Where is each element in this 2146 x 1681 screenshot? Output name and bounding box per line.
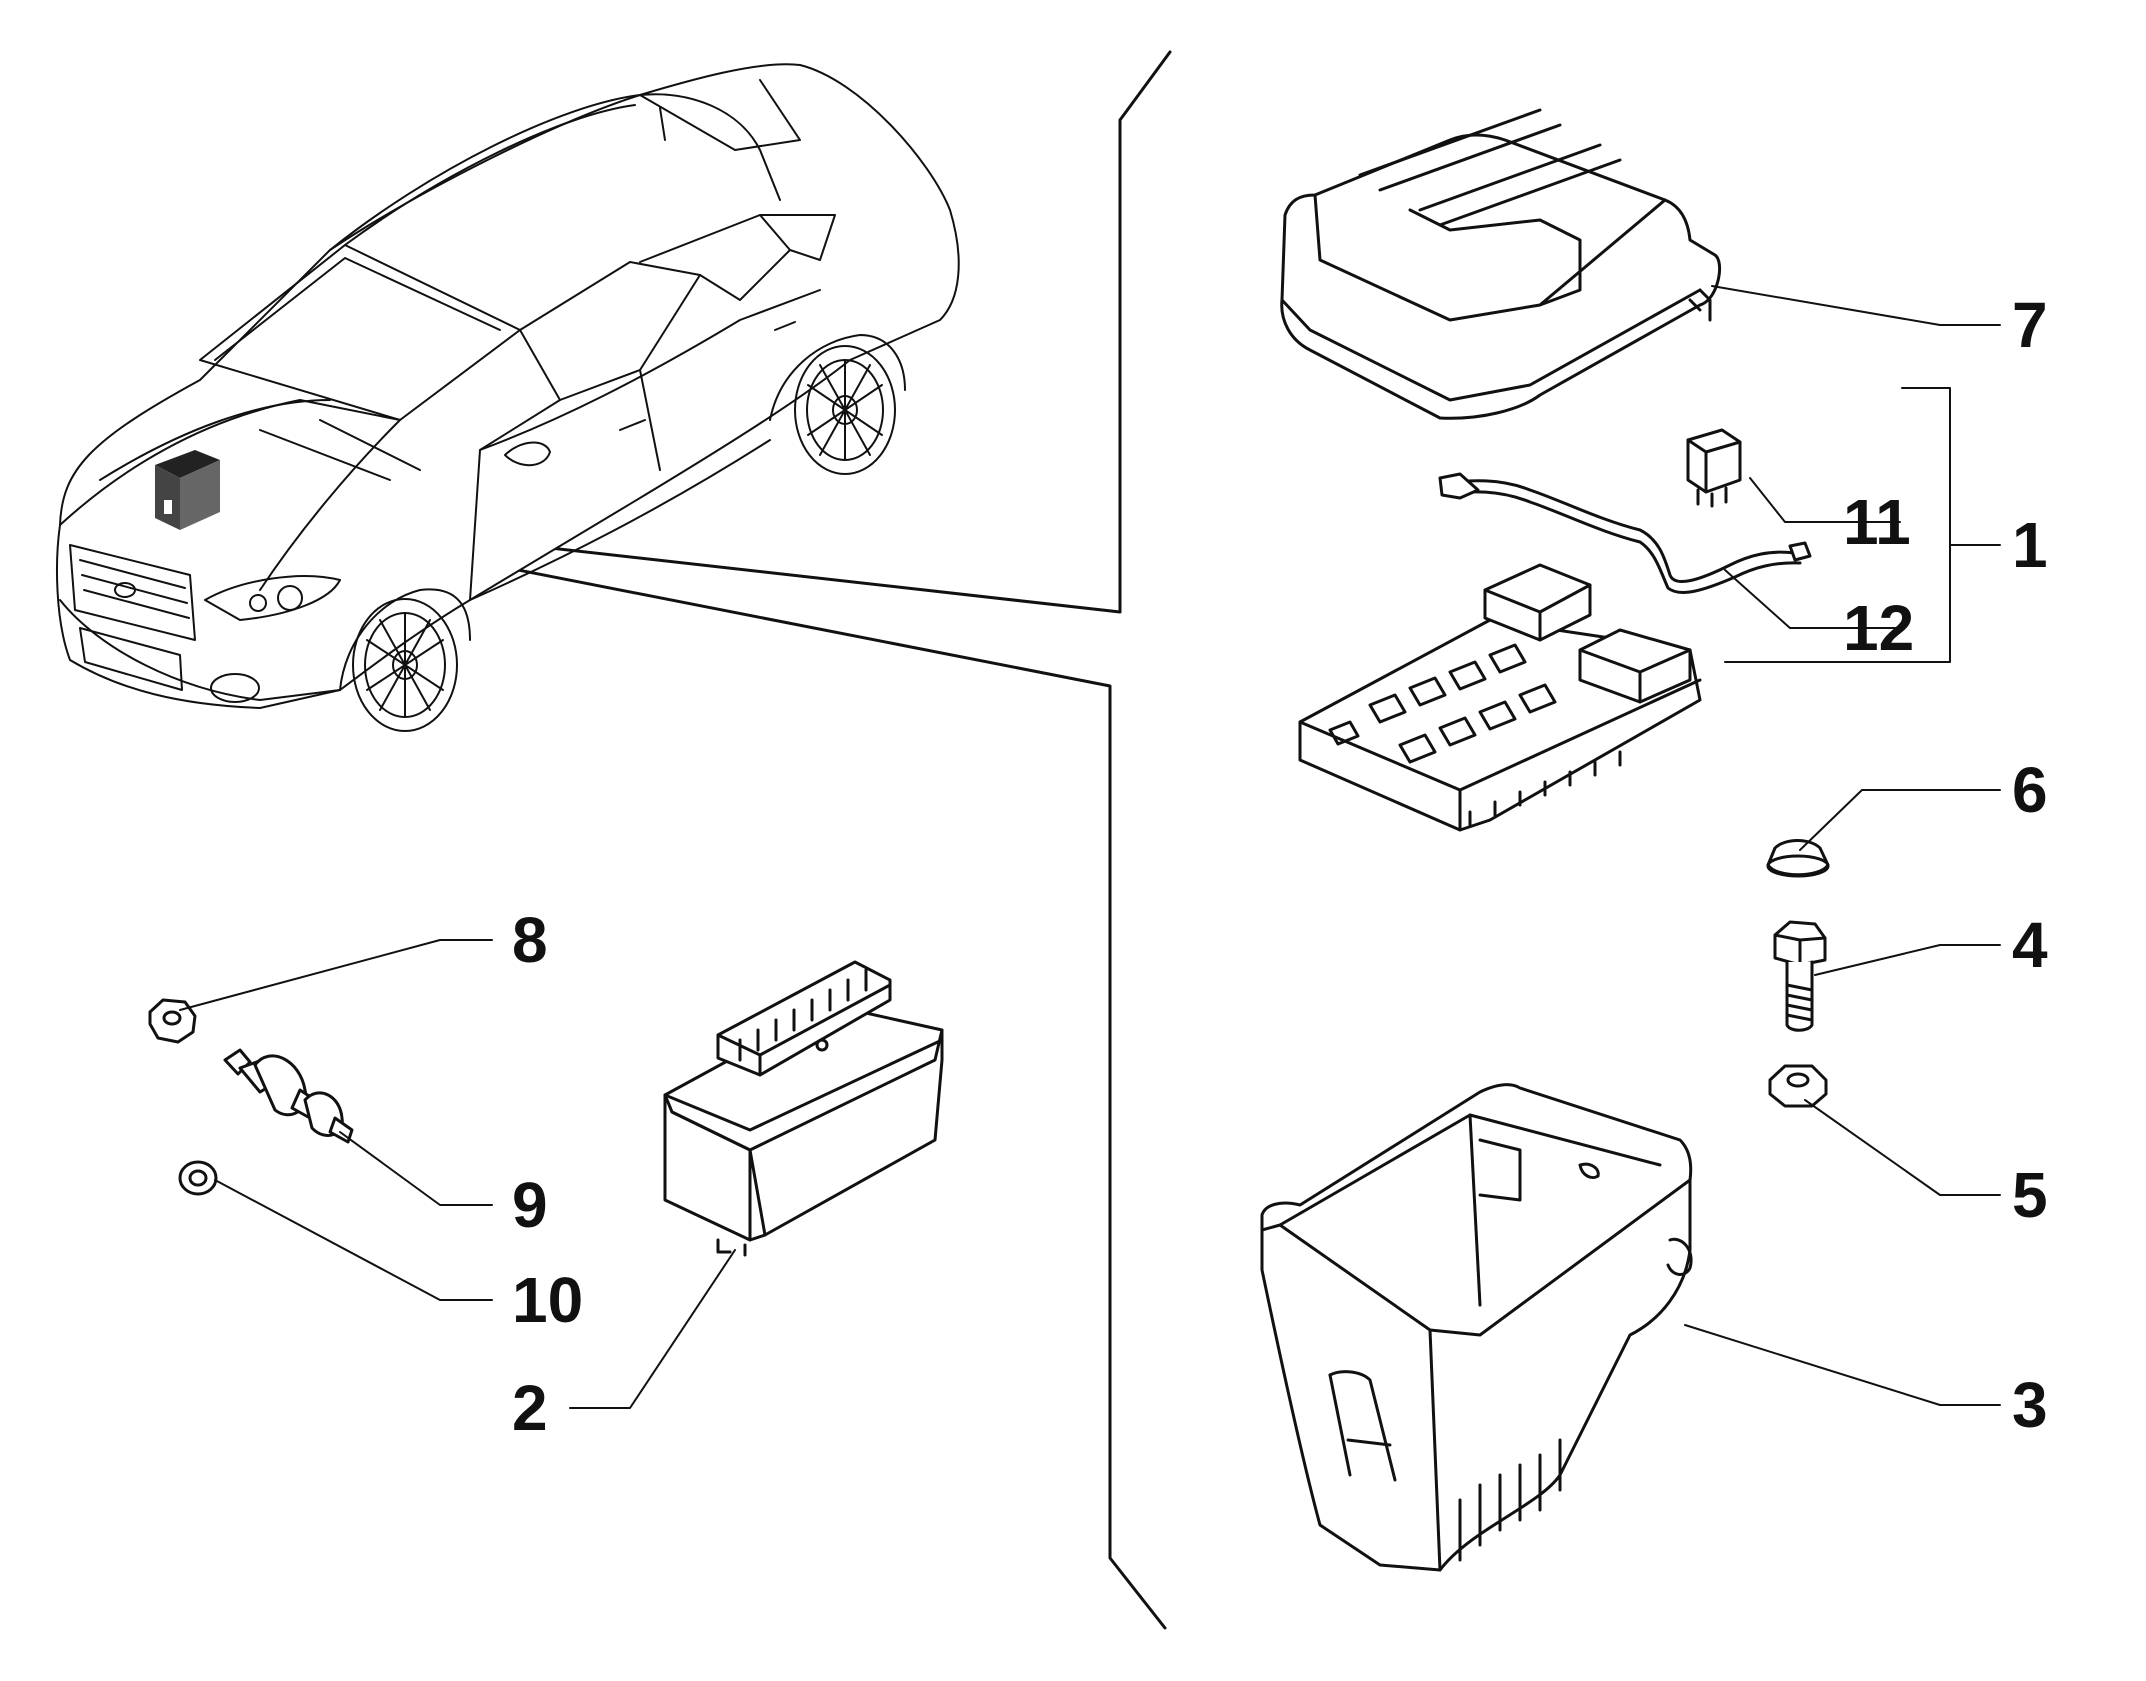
callout-9: 9 — [512, 1169, 548, 1241]
callout-12: 12 — [1843, 592, 1914, 664]
callout-1: 1 — [2012, 509, 2048, 581]
stud-part-9 — [223, 1048, 354, 1144]
divider-lines — [210, 50, 1172, 1630]
location-marker-icon — [155, 450, 220, 530]
callout-8: 8 — [512, 904, 548, 976]
car-illustration — [56, 63, 960, 732]
cover-part-7 — [1280, 108, 1722, 420]
nut-part-5 — [1768, 1064, 1828, 1108]
washer-part-10 — [178, 1160, 218, 1196]
callout-3: 3 — [2012, 1369, 2048, 1441]
callout-7: 7 — [2012, 289, 2048, 361]
bolt-part-4 — [1773, 920, 1827, 1032]
callout-11: 11 — [1843, 486, 1911, 558]
nut-part-8 — [148, 998, 197, 1044]
cap-part-6 — [1766, 839, 1830, 878]
fuse-box-part-1 — [1298, 563, 1702, 832]
relay-part-11 — [1686, 428, 1742, 508]
control-module-part-2 — [663, 960, 944, 1257]
callout-4: 4 — [2012, 909, 2048, 981]
callout-labels: 7 11 1 12 6 4 5 3 8 9 10 2 — [512, 289, 2048, 1444]
leader-lines — [179, 285, 2001, 1409]
group-bracket-1 — [1724, 387, 2001, 663]
callout-6: 6 — [2012, 754, 2048, 826]
callout-10: 10 — [512, 1264, 583, 1336]
box-base-part-3 — [1260, 1083, 1693, 1572]
callout-2: 2 — [512, 1372, 548, 1444]
cable-part-12 — [1438, 472, 1812, 594]
callout-5: 5 — [2012, 1159, 2048, 1231]
